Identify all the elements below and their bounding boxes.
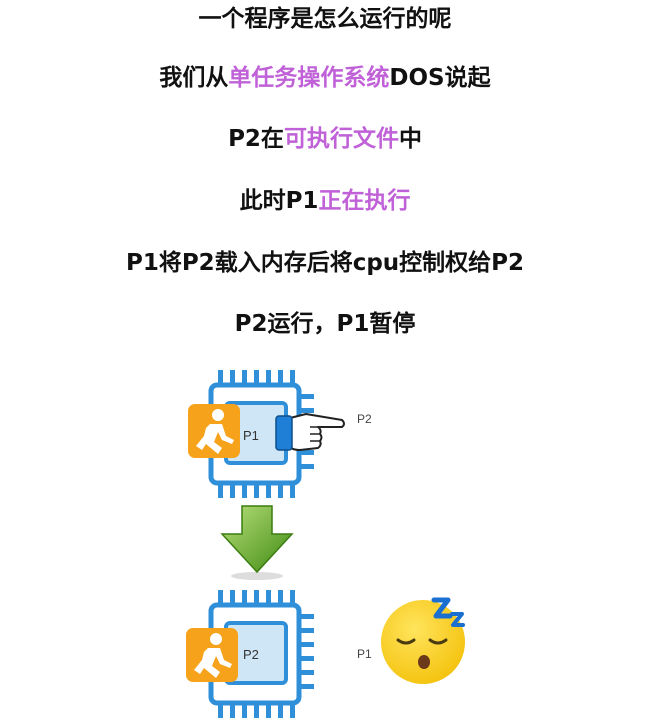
caption-line-2: 我们从单任务操作系统DOS说起 xyxy=(0,63,650,93)
pointing-hand-icon xyxy=(275,413,345,451)
chip-label-bottom: P2 xyxy=(243,647,259,662)
green-down-arrow-icon xyxy=(220,505,294,580)
running-man-icon xyxy=(186,628,238,682)
caption-line-4: 此时P1正在执行 xyxy=(0,186,650,216)
caption-text: 中 xyxy=(398,126,422,152)
side-label-top: P2 xyxy=(357,412,372,426)
caption-line-3: P2在可执行文件中 xyxy=(0,124,650,154)
side-label-bottom: P1 xyxy=(357,647,372,661)
caption-text: P2在 xyxy=(228,126,284,152)
running-man-icon xyxy=(188,404,240,458)
caption-text: DOS说起 xyxy=(389,65,491,91)
caption-text: 此时P1 xyxy=(239,188,319,214)
caption-text: 我们从 xyxy=(159,65,229,91)
caption-text: 一个程序是怎么运行的呢 xyxy=(198,6,452,32)
caption-line-6: P2运行，P1暂停 xyxy=(0,309,650,339)
caption-text: P2运行，P1暂停 xyxy=(234,311,416,337)
highlight-text: 正在执行 xyxy=(318,188,411,214)
sleeping-face-icon xyxy=(381,597,465,684)
chip-label-top: P1 xyxy=(243,428,259,443)
caption-text: P1将P2载入内存后将cpu控制权给P2 xyxy=(125,250,525,276)
caption-line-1: 一个程序是怎么运行的呢 xyxy=(0,4,650,34)
highlight-text: 可执行文件 xyxy=(283,126,399,152)
caption-line-5: P1将P2载入内存后将cpu控制权给P2 xyxy=(0,248,650,278)
highlight-text: 单任务操作系统 xyxy=(228,65,390,91)
